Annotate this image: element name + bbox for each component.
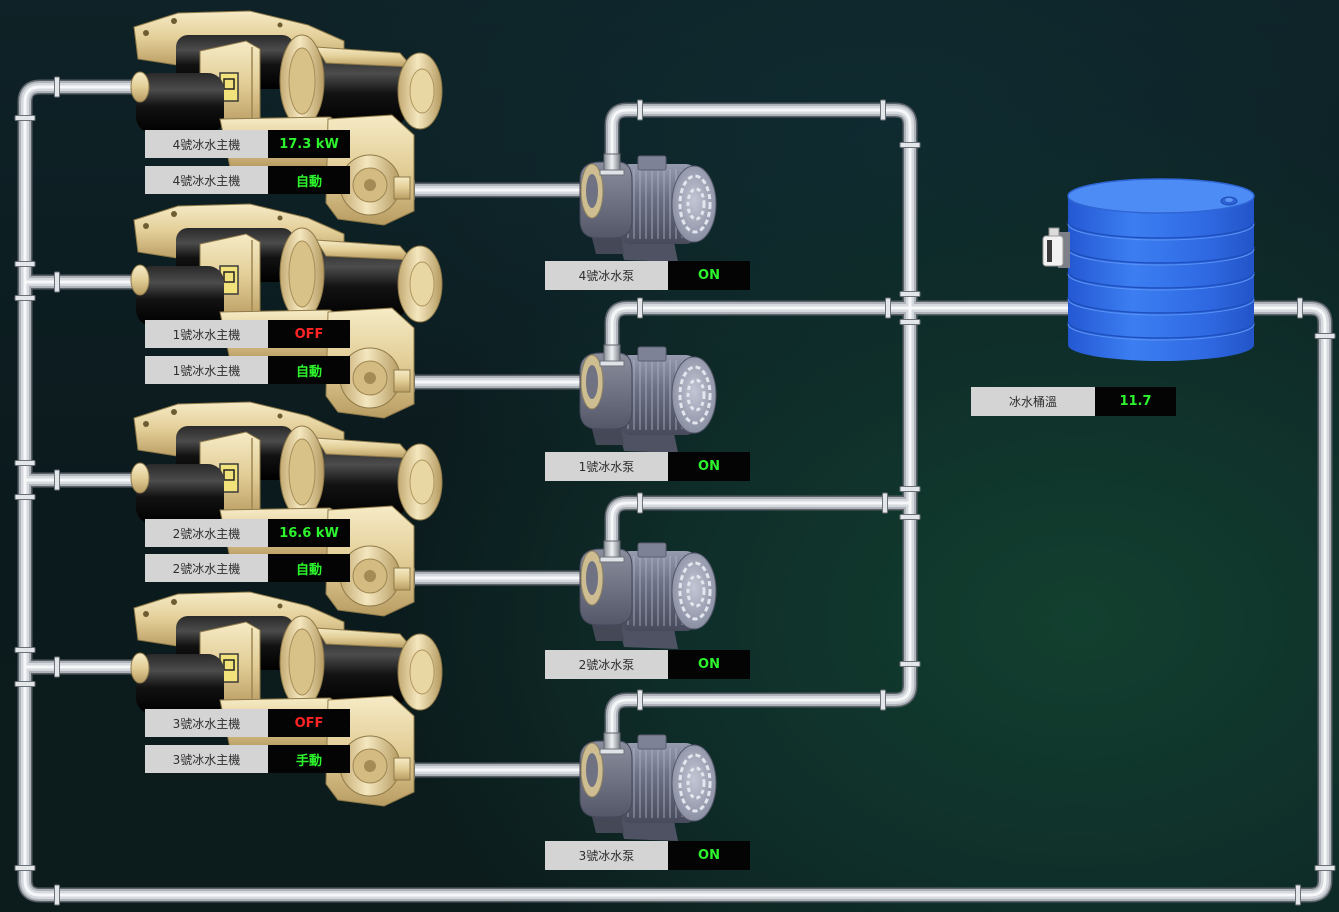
pipe-flange [14,681,36,687]
pump-4-state-value: ON [668,261,750,290]
chiller-1-status-tag: 1號冰水主機 OFF [145,320,350,348]
pipe-flange [14,865,36,871]
pump-1-label: 1號冰水泵 [545,452,668,481]
pump-2-state-value: ON [668,650,750,679]
pump-3-label: 3號冰水泵 [545,841,668,870]
pipe-flange [1295,884,1301,906]
pipe-flange [14,261,36,267]
pump-2-tag: 2號冰水泵 ON [545,650,750,679]
pipe-flange [899,661,921,667]
tank-temperature-tag: 冰水桶溫 11.7 [971,387,1176,416]
chiller-1-mode-value[interactable]: 自動 [268,356,350,384]
pipe-flange [14,494,36,500]
pump-2-icon[interactable] [578,539,718,651]
pipe-flange [637,99,643,121]
pipe-flange [54,469,60,491]
pipe-flange [880,99,886,121]
pipe-flange [54,656,60,678]
tank-temperature-value: 11.7 [1095,387,1176,416]
pipe-flange [899,319,921,325]
chiller-4-status-tag: 4號冰水主機 17.3 kW [145,130,350,158]
chiller-4-status-label: 4號冰水主機 [145,130,268,158]
pipe-flanges [14,76,1336,906]
pump-4-tag: 4號冰水泵 ON [545,261,750,290]
chiller-2-status-tag: 2號冰水主機 16.6 kW [145,519,350,547]
chiller-1-mode-tag: 1號冰水主機 自動 [145,356,350,384]
chiller-2-status-label: 2號冰水主機 [145,519,268,547]
pipe-flange [637,297,643,319]
pipe-flange [1297,297,1303,319]
pump-1-tag: 1號冰水泵 ON [545,452,750,481]
pipe-flange [14,460,36,466]
chiller-3-mode-tag: 3號冰水主機 手動 [145,745,350,773]
pipe-flange [882,492,888,514]
pipe-flange [54,271,60,293]
chiller-4-mode-label: 4號冰水主機 [145,166,268,194]
chiller-4-mode-tag: 4號冰水主機 自動 [145,166,350,194]
chiller-3-icon[interactable] [130,591,443,807]
pump-1-state-value: ON [668,452,750,481]
pipe-flange [14,647,36,653]
pump-3-icon[interactable] [578,731,718,843]
chiller-3-power-value: OFF [268,709,350,737]
pipe-flange [14,295,36,301]
pipe-flange [637,689,643,711]
chiller-4-power-value: 17.3 kW [268,130,350,158]
pipe-flange [1314,865,1336,871]
pipe-flange [899,142,921,148]
pump-1-icon[interactable] [578,343,718,455]
chiller-1-status-label: 1號冰水主機 [145,320,268,348]
pipe-flange [885,297,891,319]
chiller-2-mode-tag: 2號冰水主機 自動 [145,554,350,582]
chiller-1-icon[interactable] [130,203,443,419]
pipe-flange [899,514,921,520]
chiller-3-status-label: 3號冰水主機 [145,709,268,737]
pipe-flange [1314,333,1336,339]
pipe-flange [54,884,60,906]
chiller-3-status-tag: 3號冰水主機 OFF [145,709,350,737]
pump-4-icon[interactable] [578,152,718,264]
pump-2-label: 2號冰水泵 [545,650,668,679]
pipe-flange [54,76,60,98]
chiller-1-mode-label: 1號冰水主機 [145,356,268,384]
chiller-2-icon[interactable] [130,401,443,617]
pipe-flange [899,291,921,297]
chiller-1-power-value: OFF [268,320,350,348]
chiller-3-mode-value[interactable]: 手動 [268,745,350,773]
pipe-flange [899,486,921,492]
chiller-2-power-value: 16.6 kW [268,519,350,547]
pipe-flange [880,689,886,711]
pump-3-state-value: ON [668,841,750,870]
pump-3-tag: 3號冰水泵 ON [545,841,750,870]
pump-4-label: 4號冰水泵 [545,261,668,290]
chiller-4-mode-value[interactable]: 自動 [268,166,350,194]
tank-icon[interactable] [1042,178,1255,361]
pipe-flange [637,492,643,514]
chiller-2-mode-value[interactable]: 自動 [268,554,350,582]
tank-temperature-label: 冰水桶溫 [971,387,1095,416]
level-gauge-icon [1042,227,1070,268]
chiller-3-mode-label: 3號冰水主機 [145,745,268,773]
chiller-2-mode-label: 2號冰水主機 [145,554,268,582]
pipe-flange [14,115,36,121]
